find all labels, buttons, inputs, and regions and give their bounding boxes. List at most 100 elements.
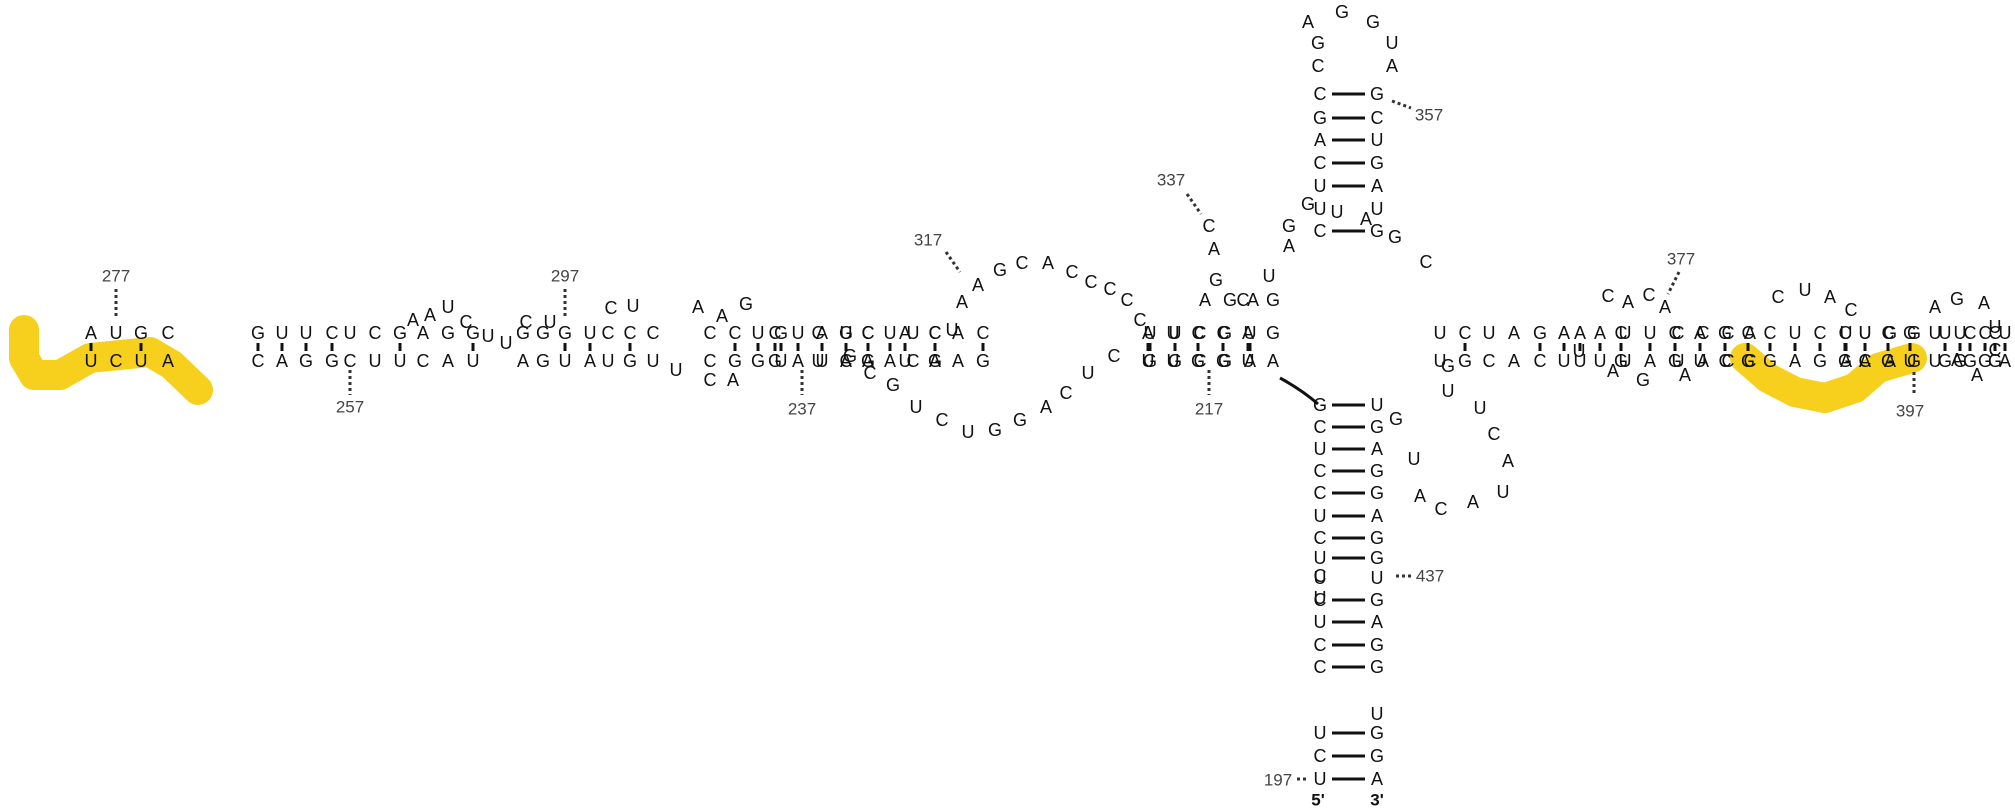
nucleotide-U: U	[1331, 202, 1344, 222]
nucleotide-C: C	[840, 351, 853, 371]
nucleotide-A: A	[1789, 351, 1801, 371]
nucleotide-A: A	[1659, 297, 1671, 317]
nucleotide-U: U	[752, 323, 765, 343]
nucleotide-U: U	[1619, 351, 1632, 371]
position-label-257: 257	[336, 398, 364, 417]
connector-lines	[1279, 376, 1319, 406]
nucleotide-G: G	[928, 351, 942, 371]
nucleotide-C: C	[344, 351, 357, 371]
nucleotide-G: G	[1311, 33, 1325, 53]
nucleotide-U: U	[1483, 323, 1496, 343]
nucleotide-G: G	[1370, 723, 1384, 743]
position-label-437: 437	[1416, 567, 1444, 586]
nucleotide-U: U	[1314, 548, 1327, 568]
nucleotide-G: G	[466, 323, 480, 343]
nucleotide-U: U	[1574, 351, 1587, 371]
nucleotide-U: U	[300, 323, 313, 343]
nucleotide-A: A	[952, 351, 964, 371]
nucleotide-A: A	[956, 292, 968, 312]
base-pair-bonds	[89, 92, 2007, 781]
nucleotide-G: G	[988, 420, 1002, 440]
nucleotide-C: C	[1314, 221, 1327, 241]
nucleotide-A: A	[899, 323, 911, 343]
nucleotide-G: G	[1218, 351, 1232, 371]
nucleotide-C: C	[1669, 323, 1682, 343]
nucleotide-U: U	[1371, 395, 1384, 415]
nucleotide-A: A	[1467, 492, 1479, 512]
nucleotide-U: U	[884, 323, 897, 343]
nucleotide-G: G	[1335, 2, 1349, 22]
nucleotide-C: C	[1314, 566, 1327, 586]
nucleotide-G: G	[299, 351, 313, 371]
nucleotide-A: A	[85, 323, 97, 343]
nucleotide-G: G	[1938, 351, 1952, 371]
nucleotide-G: G	[1370, 548, 1384, 568]
nucleotide-A: A	[276, 351, 288, 371]
position-labels: 197 217 237 257 277 297 317 337 357 377 …	[102, 106, 1924, 790]
nucleotide-C: C	[252, 351, 265, 371]
nucleotide-G: G	[623, 351, 637, 371]
nucleotide-G: G	[1950, 289, 1964, 309]
nucleotide-U: U	[276, 323, 289, 343]
nucleotide-U: U	[907, 323, 920, 343]
nucleotide-G: G	[1209, 270, 1223, 290]
nucleotide-C: C	[326, 323, 339, 343]
nucleotide-G: G	[1370, 461, 1384, 481]
nucleotide-C: C	[417, 351, 430, 371]
nucleotide-U: U	[1619, 323, 1632, 343]
nucleotide-U: U	[1314, 723, 1327, 743]
nucleotide-A: A	[727, 370, 739, 390]
position-ticks	[114, 99, 1916, 781]
nucleotide-U: U	[627, 296, 640, 316]
nucleotide-C: C	[1237, 290, 1250, 310]
nucleotide-U: U	[1497, 482, 1510, 502]
five-prime-label: 5'	[1311, 791, 1325, 810]
nucleotide-A: A	[407, 310, 419, 330]
nucleotide-A: A	[1971, 365, 1983, 385]
nucleotide-G: G	[1614, 351, 1628, 371]
nucleotide-C: C	[1104, 279, 1117, 299]
nucleotide-A: A	[1042, 253, 1054, 273]
nucleotide-C: C	[1085, 272, 1098, 292]
nucleotide-U: U	[394, 351, 407, 371]
position-label-217: 217	[1195, 400, 1223, 419]
nucleotide-U: U	[110, 323, 123, 343]
nucleotide-U: U	[816, 351, 829, 371]
nucleotide-G: G	[1533, 323, 1547, 343]
nucleotide-C: C	[605, 298, 618, 318]
nucleotide-G: G	[886, 375, 900, 395]
tick-377	[1666, 271, 1681, 295]
nucleotide-C: C	[704, 370, 717, 390]
nucleotide-G: G	[1389, 409, 1403, 429]
nucleotide-C: C	[1314, 746, 1327, 766]
nucleotide-C: C	[1839, 323, 1852, 343]
nucleotide-C: C	[1134, 310, 1147, 330]
nucleotide-U: U	[442, 297, 455, 317]
nucleotide-A: A	[816, 323, 828, 343]
nucleotide-G: G	[134, 323, 148, 343]
nucleotide-A: A	[1594, 323, 1606, 343]
position-label-297: 297	[551, 267, 579, 286]
nucleotide-U: U	[1242, 351, 1255, 371]
highlight-left	[9, 315, 213, 405]
nucleotide-C: C	[110, 351, 123, 371]
nucleotide-U: U	[1904, 351, 1917, 371]
nucleotide-U: U	[369, 351, 382, 371]
tick-317	[944, 251, 962, 273]
nucleotide-U: U	[1789, 323, 1802, 343]
nucleotide-G: G	[839, 323, 853, 343]
nucleotide-A: A	[1607, 361, 1619, 381]
nucleotide-G: G	[1741, 351, 1755, 371]
nucleotide-G: G	[251, 323, 265, 343]
nucleotide-G: G	[1813, 351, 1827, 371]
nucleotide-U: U	[647, 351, 660, 371]
nucleotide-C: C	[1643, 285, 1656, 305]
nucleotide-C: C	[602, 323, 615, 343]
nucleotide-U: U	[1954, 323, 1967, 343]
nucleotide-U: U	[792, 323, 805, 343]
nucleotide-C: C	[1314, 483, 1327, 503]
nucleotide-C: C	[1534, 351, 1547, 371]
nucleotide-U: U	[1263, 266, 1276, 286]
nucleotide-C: C	[1742, 323, 1755, 343]
